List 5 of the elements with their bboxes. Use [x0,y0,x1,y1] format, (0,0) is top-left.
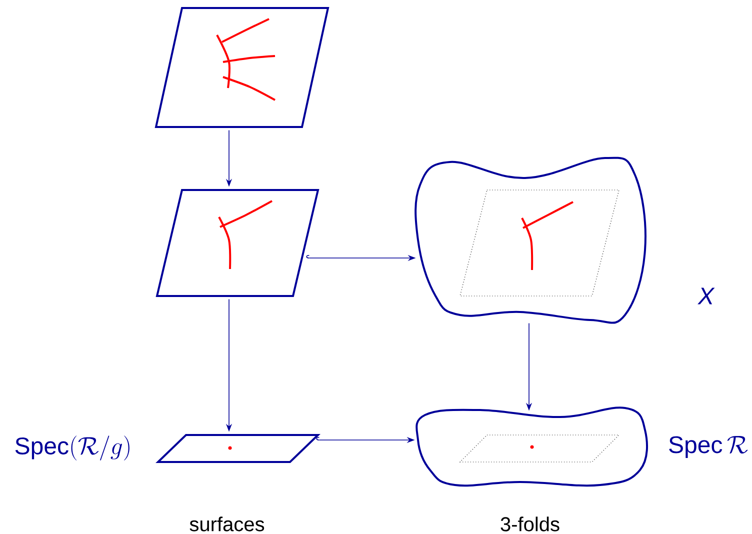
variety-label: $\mathrm{Spec}(\mathcal{R}/g)$ [15,436,130,460]
column-label: 3-folds [500,516,560,532]
variety-label: X [698,288,715,304]
variety-label: $\mathrm{Spec}\,\mathcal{R}$ [669,436,748,458]
column-label: surfaces [190,516,264,532]
